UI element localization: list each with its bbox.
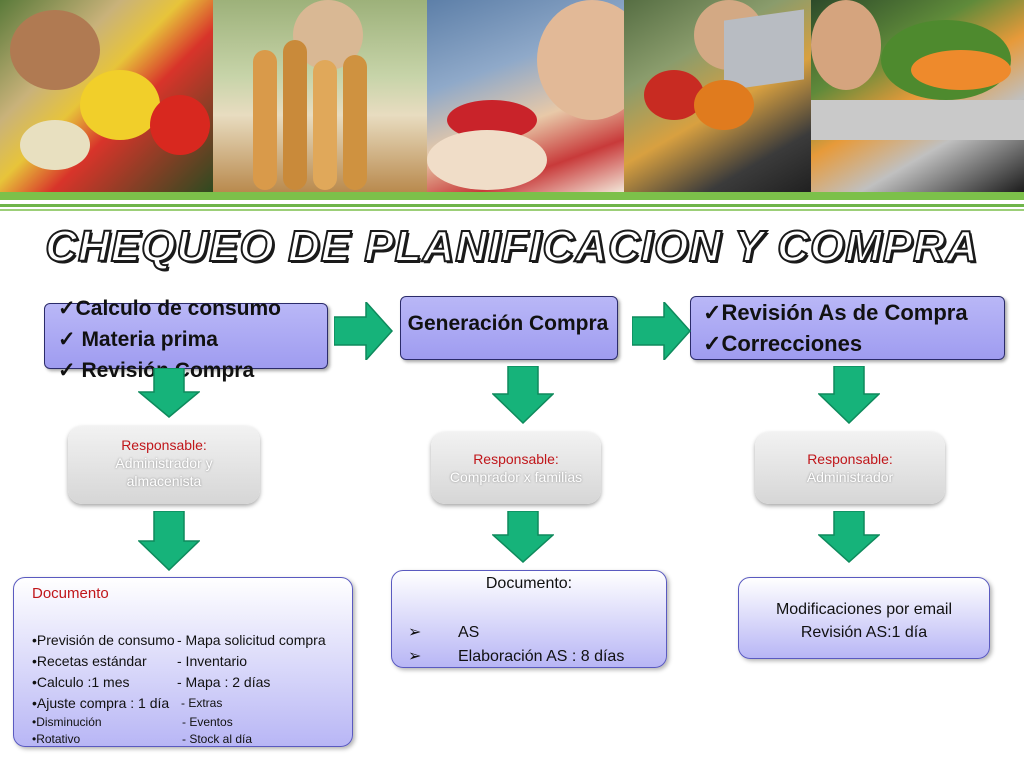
rule-gap: [0, 200, 1024, 204]
check-icon: ✓: [703, 331, 722, 356]
document-row: •Recetas estándar - Inventario: [32, 651, 352, 672]
check-icon: ✓: [703, 300, 722, 325]
photo-banner: [0, 0, 1024, 192]
responsable-label: Responsable:: [121, 437, 207, 453]
document-row: •Ajuste compra : 1 día - Extras: [32, 693, 352, 714]
doc-item: - Mapa : 2 días: [177, 674, 271, 690]
pepper-shape: [80, 70, 160, 140]
doc-item: •Disminución: [32, 715, 102, 729]
cabbage-shape: [20, 120, 90, 170]
step-label: Generación Compra: [407, 312, 609, 335]
check-icon: ✓: [58, 297, 76, 320]
doc-item: - Mapa solicitud compra: [177, 632, 326, 648]
arrow-right-icon: [632, 302, 692, 360]
photo-bread: [213, 0, 427, 192]
document-row: •Calculo :1 mes - Mapa : 2 días: [32, 672, 352, 693]
doc-item: - Inventario: [177, 653, 248, 669]
step-label: Revisión As de Compra: [721, 300, 968, 325]
responsable-value: Administrador y almacenista: [115, 455, 213, 489]
document-list: •Previsión de consumo- Mapa solicitud co…: [32, 630, 352, 748]
doc-item: •Ajuste compra : 1 día: [32, 695, 170, 711]
step-line: ✓Correcciones: [703, 328, 968, 359]
arrow-down-icon: [818, 366, 880, 424]
fruit-shape: [644, 70, 704, 120]
document-heading: Documento: [32, 585, 109, 602]
photo-vegetables: [0, 0, 213, 192]
document-box-middle: Documento: ➢ AS ➢ Elaboración AS : 8 días: [391, 570, 667, 668]
doc-item: Modificaciones por email: [775, 601, 953, 618]
face-shape: [537, 0, 624, 120]
step-box-revision: [690, 296, 1005, 360]
responsable-card: Responsable: Comprador x familias: [431, 432, 601, 504]
responsable-value: Comprador x familias: [449, 469, 583, 485]
responsable-card: Responsable: Administrador y almacenista: [68, 426, 260, 504]
pepper-shape: [150, 95, 210, 155]
hand-shape: [427, 130, 547, 190]
responsable-card: Responsable: Administrador: [755, 432, 945, 504]
arrow-down-icon: [138, 511, 200, 571]
responsable-label: Responsable:: [807, 451, 893, 467]
step-label: Calculo de consumo: [75, 297, 281, 320]
step-label: Materia prima: [81, 328, 218, 351]
face-shape: [811, 0, 881, 90]
pumpkin-shape: [694, 80, 754, 130]
arrow-down-icon: [138, 368, 200, 418]
step-text-revision: ✓Revisión As de Compra ✓Correcciones: [703, 297, 968, 359]
bread-shape: [343, 55, 367, 190]
check-icon: ✓: [58, 359, 82, 382]
step-text-consumo: ✓Calculo de consumo ✓ Materia prima ✓ Re…: [58, 293, 281, 386]
step-text-generacion: Generación Compra: [400, 312, 616, 336]
document-heading: Documento:: [485, 575, 573, 592]
document-list: Modificaciones por email Revisión AS:1 d…: [739, 598, 989, 644]
doc-item: •Previsión de consumo: [32, 632, 175, 648]
doc-item: •Recetas estándar: [32, 653, 147, 669]
doc-item: •Calculo :1 mes: [32, 674, 130, 690]
bread-shape: [313, 60, 337, 190]
doc-item: •Rotativo: [32, 732, 81, 746]
document-row: •Previsión de consumo- Mapa solicitud co…: [32, 630, 352, 651]
document-box-right: Modificaciones por email Revisión AS:1 d…: [738, 577, 990, 659]
doc-item: - Extras: [181, 696, 223, 710]
document-box-left: Documento •Previsión de consumo- Mapa so…: [13, 577, 353, 747]
step-line: ✓Revisión As de Compra: [703, 297, 968, 328]
doc-item: - Eventos: [182, 715, 233, 729]
document-row: ➢ AS: [408, 621, 624, 645]
document-list: ➢ AS ➢ Elaboración AS : 8 días: [408, 621, 624, 669]
document-row: •Disminución - Eventos: [32, 714, 352, 731]
document-row: •Rotativo - Stock al día: [32, 731, 352, 748]
photo-platter: [811, 0, 1024, 192]
arrow-right-icon: [334, 302, 394, 360]
arrow-bullet-icon: ➢: [408, 648, 422, 665]
responsable-value: Administrador: [806, 469, 894, 485]
arrow-bullet-icon: ➢: [408, 624, 422, 641]
arrow-down-icon: [818, 511, 880, 563]
platter-shape: [811, 100, 1024, 140]
arrow-down-icon: [492, 366, 554, 424]
doc-item: AS: [458, 624, 480, 641]
laptop-shape: [724, 9, 804, 91]
check-icon: ✓: [58, 328, 82, 351]
step-label: Correcciones: [721, 331, 863, 356]
carrot-shape: [911, 50, 1011, 90]
doc-item: Elaboración AS : 8 días: [458, 648, 625, 665]
green-rule: [0, 192, 1024, 200]
face-shape: [10, 10, 100, 90]
step-box-generacion: [400, 296, 618, 360]
arrow-down-icon: [492, 511, 554, 563]
photo-laptop: [624, 0, 811, 192]
step-line: ✓Calculo de consumo: [58, 293, 281, 324]
photo-dessert: [427, 0, 624, 192]
document-row: ➢ Elaboración AS : 8 días: [408, 645, 624, 669]
green-rule: [0, 204, 1024, 207]
responsable-label: Responsable:: [473, 451, 559, 467]
bread-shape: [283, 40, 307, 190]
step-box-consumo: [44, 303, 328, 369]
page-title: CHEQUEO DE PLANIFICACION Y COMPRA: [44, 221, 979, 272]
doc-item: - Stock al día: [182, 732, 253, 746]
bread-shape: [253, 50, 277, 190]
step-line: ✓ Materia prima: [58, 324, 281, 355]
doc-item: Revisión AS:1 día: [800, 624, 928, 641]
green-rule: [0, 209, 1024, 211]
